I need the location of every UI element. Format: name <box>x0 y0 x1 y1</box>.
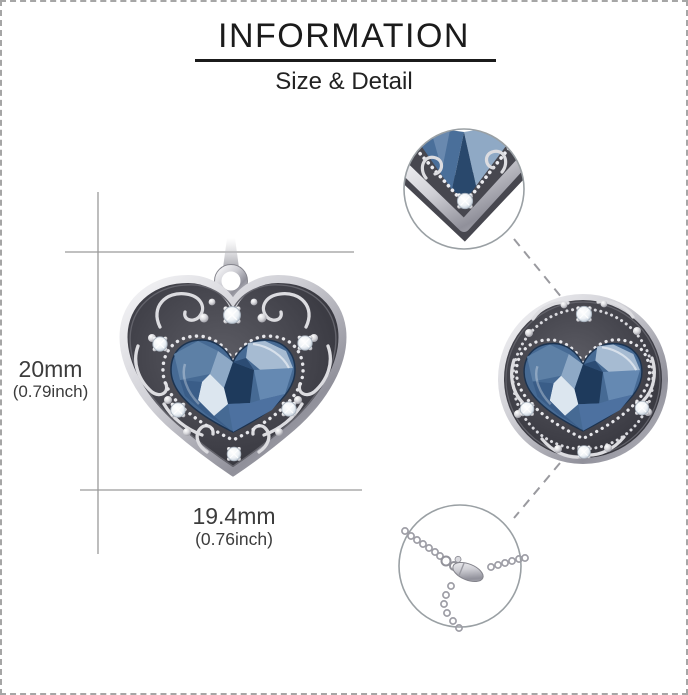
height-dimension-label: 20mm (0.79inch) <box>2 356 99 402</box>
page-subtitle: Size & Detail <box>275 68 413 95</box>
lobster-clasp-icon <box>452 555 484 583</box>
round-locket-pendant <box>498 294 668 464</box>
title-underline <box>195 59 496 62</box>
width-inch-value: (0.76inch) <box>195 529 273 550</box>
bail-wire <box>223 238 239 268</box>
heart-locket-pendant <box>119 238 347 477</box>
oxidized-band <box>404 129 524 242</box>
height-inch-value: (0.79inch) <box>12 382 89 402</box>
width-mm-value: 19.4mm <box>192 503 276 529</box>
filigree-scrollwork <box>420 149 508 180</box>
jump-ring-icon <box>440 555 452 567</box>
page-title: INFORMATION <box>218 17 470 55</box>
dashed-connector-line <box>513 238 563 519</box>
chain-clasp-magnified-detail <box>398 504 529 632</box>
pendant-tip-magnified-detail <box>403 128 525 250</box>
bail-ring-icon <box>214 264 248 298</box>
silver-rim <box>404 150 524 232</box>
height-mm-value: 20mm <box>18 356 83 382</box>
filigree-scrollwork <box>134 292 332 454</box>
width-dimension-label: 19.4mm (0.76inch) <box>134 503 334 550</box>
magnifier-circle-outline <box>403 128 525 250</box>
dimension-lines <box>65 192 362 554</box>
